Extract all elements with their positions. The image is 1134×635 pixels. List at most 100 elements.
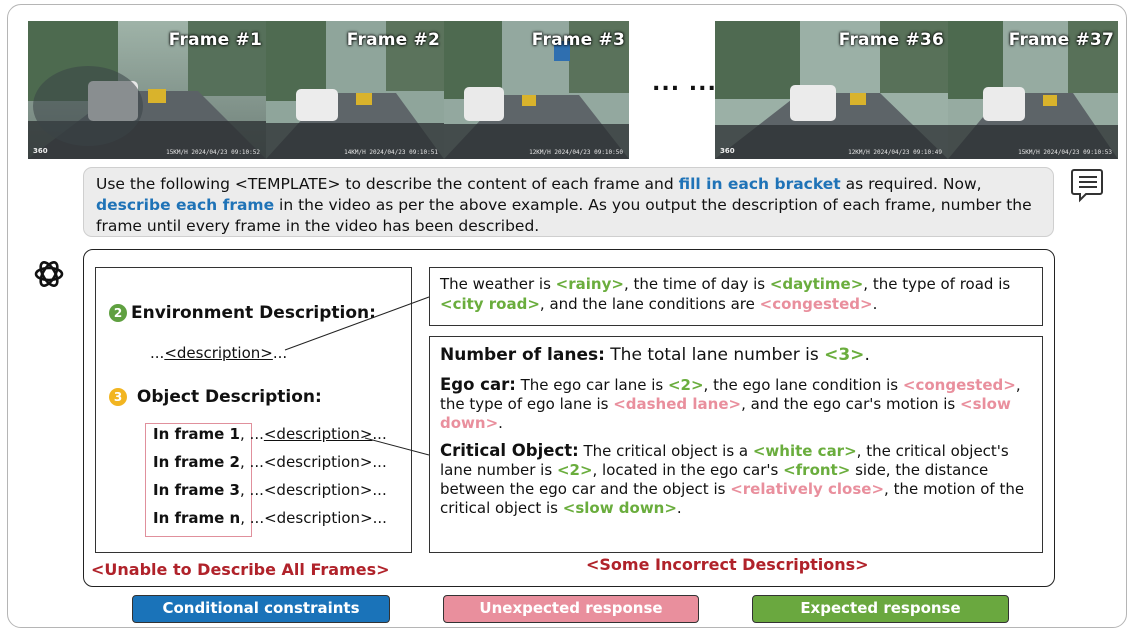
prompt-text: Use the following <TEMPLATE> to describe… [96,175,679,193]
frame-list-highlight [145,423,252,537]
prompt-box: Use the following <TEMPLATE> to describe… [83,167,1054,237]
response-text: . [498,414,503,432]
description-placeholder: <description> [164,344,273,362]
response-text: The critical object is a [578,442,753,460]
response-text: The ego car lane is [515,376,668,394]
expected-value: <rainy> [555,275,624,293]
figure-panel: Frame #1 360 15KM/H 2024/04/23 09:10:52 … [7,4,1127,628]
unexpected-value: <relatively close> [730,480,885,498]
response-text: , and the ego car's motion is [741,395,961,413]
ellipsis-text: ... [249,425,264,443]
unexpected-value: <congested> [759,295,873,313]
response-text: . [872,295,878,313]
failure-label-left: <Unable to Describe All Frames> [91,560,390,579]
separator: , [240,425,250,443]
environment-title: Environment Description: [131,303,376,323]
document-icon [1071,169,1103,203]
environment-placeholder: ...<description>... [150,344,287,362]
ellipsis-text: ... [249,509,265,527]
response-text: , and the lane conditions are [539,295,760,313]
expected-value: <daytime> [769,275,864,293]
description-placeholder: <description> [263,453,373,471]
separator: , [240,481,250,499]
ellipsis-text: ... [372,509,387,527]
response-text: . [676,499,682,517]
object-heading: 3 Object Description: [109,387,322,407]
frame-timestamp: 15KM/H 2024/04/23 09:10:53 [1018,149,1112,156]
response-text: , the ego lane condition is [703,376,903,394]
response-text: The total lane number is [604,345,825,365]
frame-number: In frame 2 [153,453,240,471]
ego-car-paragraph: Ego car: The ego car lane is <2>, the eg… [440,375,1034,433]
expected-value: <3> [824,345,865,365]
frame-timestamp: 12KM/H 2024/04/23 09:10:49 [848,149,942,156]
video-frame-37: Frame #37 15KM/H 2024/04/23 09:10:53 [948,21,1118,159]
video-frame-2: Frame #2 14KM/H 2024/04/23 09:10:51 [266,21,444,159]
ellipsis-text: ... [150,344,165,362]
response-text: , the type of ego lane is [440,376,1021,413]
separator: , [240,509,250,527]
frame-timestamp: 12KM/H 2024/04/23 09:10:50 [529,149,623,156]
frame-label: Frame #2 [346,30,440,50]
prompt-highlight: describe each frame [96,196,275,214]
ellipsis-text: ... [272,344,288,362]
response-text: , the critical object's lane number is [440,442,1009,479]
frame-row: In frame 2, ...<description>... [153,453,387,471]
video-frame-3: Frame #3 12KM/H 2024/04/23 09:10:50 [444,21,629,159]
frame-number: In frame n [153,509,241,527]
legend-conditional-constraints: Conditional constraints [132,595,390,623]
step-3-icon: 3 [109,388,127,406]
object-response-box: Number of lanes: The total lane number i… [429,336,1043,553]
ellipsis-text: ... [372,453,387,471]
description-placeholder: <description> [263,481,373,499]
expected-value: <2> [556,461,593,479]
ellipsis-text: ... [372,481,387,499]
video-frame-36: Frame #36 360 12KM/H 2024/04/23 09:10:49 [715,21,948,159]
frame-number: In frame 3 [153,481,240,499]
unexpected-value: <slow down> [440,395,1011,432]
expected-value: <white car> [752,442,857,460]
lanes-label: Number of lanes: [440,345,605,365]
ego-car-label: Ego car: [440,375,516,394]
frame-label: Frame #3 [531,30,625,50]
prompt-text: as required. Now, [840,175,982,193]
ellipsis: ... ... [652,71,717,96]
response-text: . [864,345,870,365]
lanes-paragraph: Number of lanes: The total lane number i… [440,346,1034,365]
separator: , [240,453,250,471]
critical-object-label: Critical Object: [440,441,579,460]
response-text: , the motion of the critical object is [440,480,1025,517]
frame-row: In frame 1, ...<description>... [153,425,387,443]
failure-label-right: <Some Incorrect Descriptions> [586,555,869,574]
expected-value: <2> [667,376,704,394]
response-text: The weather is [440,275,556,293]
object-title: Object Description: [136,387,322,407]
response-text: , located in the ego car's [592,461,784,479]
frame-timestamp: 14KM/H 2024/04/23 09:10:51 [344,149,438,156]
frame-label: Frame #37 [1008,30,1114,50]
ellipsis-text: ... [249,453,264,471]
description-placeholder: <description> [264,509,373,527]
video-frame-1: Frame #1 360 15KM/H 2024/04/23 09:10:52 [28,21,266,159]
expected-value: <slow down> [562,499,677,517]
expected-value: <front> [783,461,851,479]
frame-timestamp: 15KM/H 2024/04/23 09:10:52 [166,149,260,156]
critical-object-paragraph: Critical Object: The critical object is … [440,441,1034,518]
unexpected-value: <dashed lane> [613,395,742,413]
response-text: side, the distance between the ego car a… [440,461,989,498]
frame-logo: 360 [33,147,48,155]
frame-row: In frame 3, ...<description>... [153,481,387,499]
response-text: , the type of road is [863,275,1011,293]
ellipsis-text: ... [249,481,264,499]
response-text: , the time of day is [623,275,770,293]
chatgpt-logo-icon [34,261,64,287]
environment-response-box: The weather is <rainy>, the time of day … [429,267,1043,326]
step-2-icon: 2 [109,304,127,322]
description-placeholder: <description> [263,425,373,443]
frame-number: In frame 1 [153,425,240,443]
frame-row: In frame n, ...<description>... [153,509,387,527]
ellipsis-text: ... [372,425,387,443]
